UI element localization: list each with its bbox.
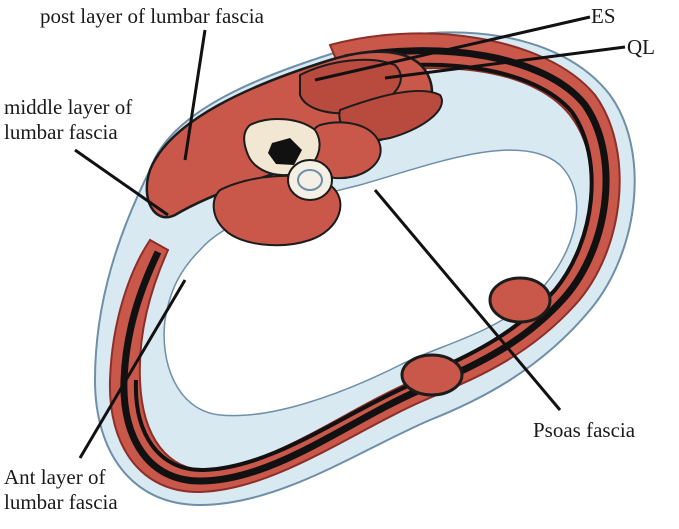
label-middle-layer-line2: lumbar fascia (4, 120, 132, 145)
label-middle-layer: middle layer of lumbar fascia (4, 95, 132, 145)
lateral-muscle-segment (490, 278, 550, 322)
label-es: ES (591, 4, 616, 29)
label-middle-layer-line1: middle layer of (4, 95, 132, 120)
label-ant-layer: Ant layer of lumbar fascia (4, 465, 118, 515)
label-post-layer: post layer of lumbar fascia (40, 4, 264, 29)
vertebral-body (288, 160, 332, 200)
label-ql: QL (627, 35, 655, 60)
label-psoas-fascia: Psoas fascia (533, 418, 635, 443)
rectus-muscle-segment (402, 355, 462, 395)
label-ant-layer-line2: lumbar fascia (4, 490, 118, 515)
label-ant-layer-line1: Ant layer of (4, 465, 118, 490)
